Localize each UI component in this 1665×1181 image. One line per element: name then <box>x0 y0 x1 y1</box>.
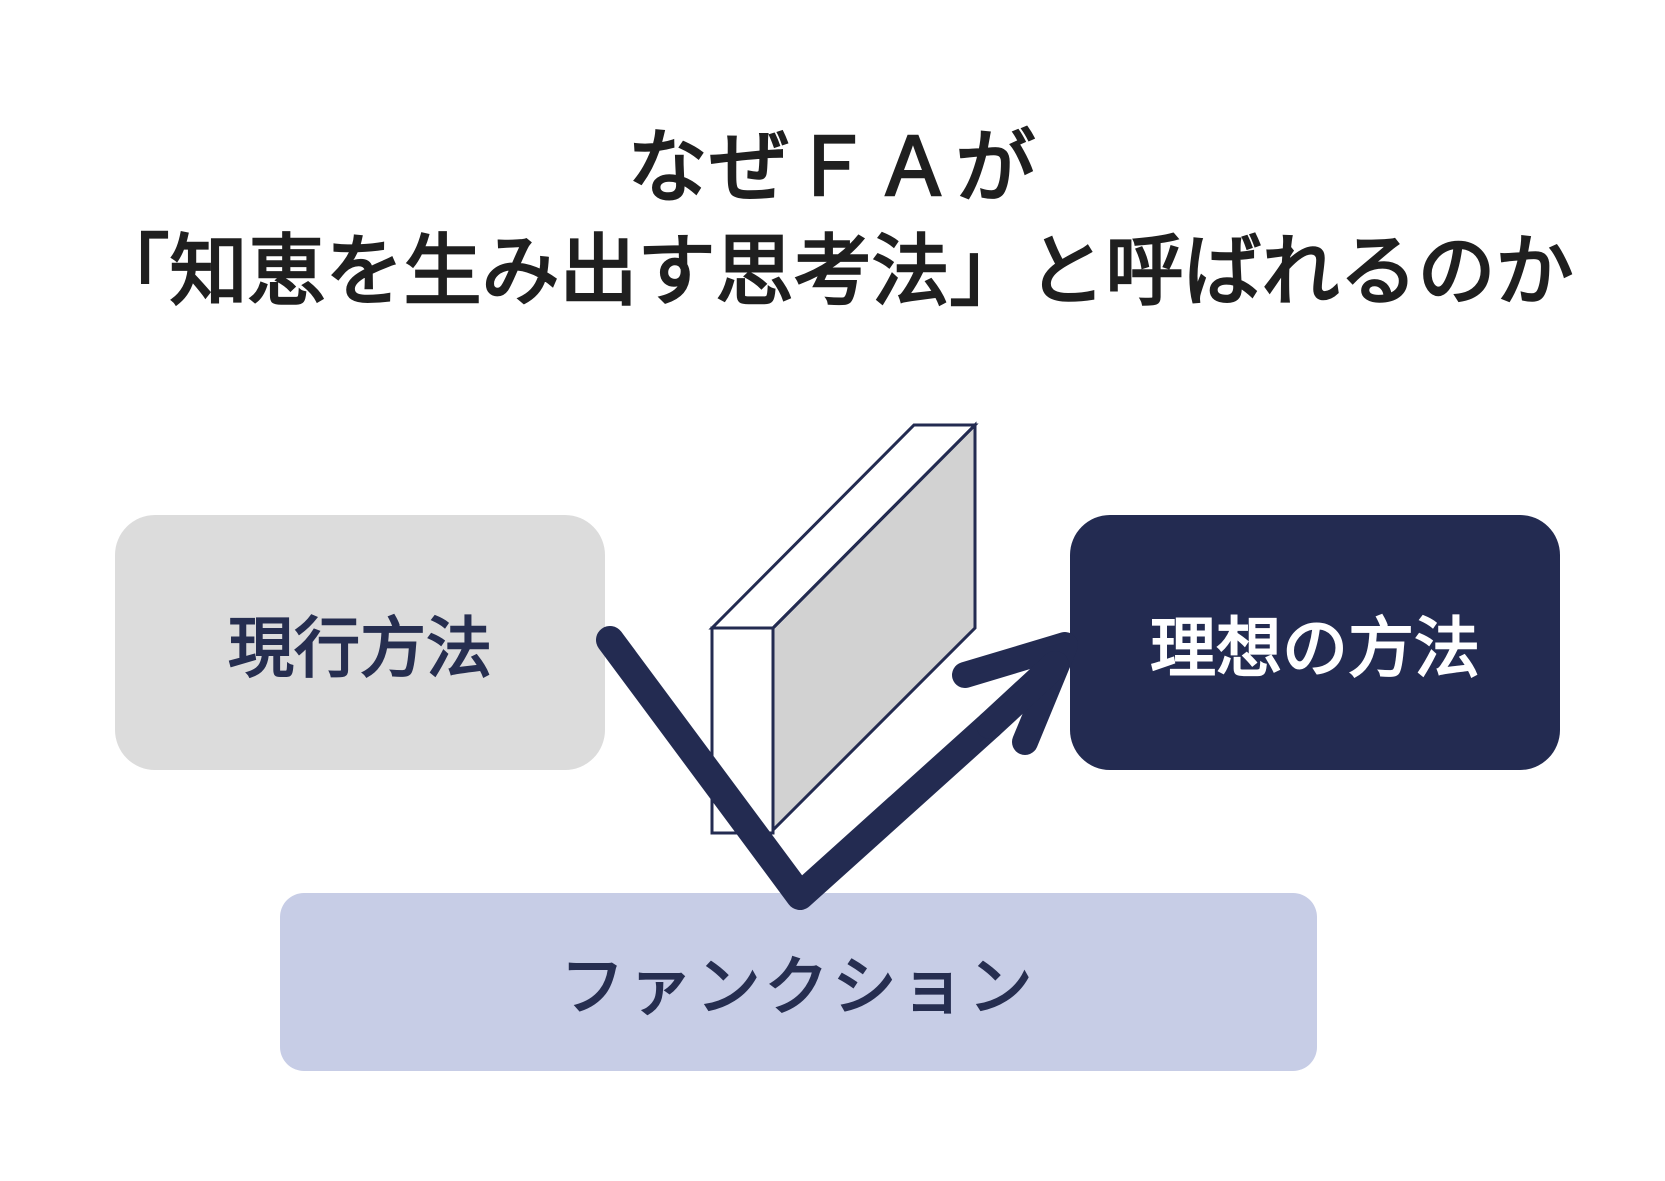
ideal-method-label: 理想の方法 <box>1150 609 1480 687</box>
function-label: ファンクション <box>560 951 1037 1025</box>
arrow-shaft-tip <box>976 651 1069 739</box>
flow-arrow <box>596 626 1078 910</box>
arrow-path <box>596 626 1004 910</box>
function-box: ファンクション <box>280 893 1317 1071</box>
ideal-method-box: 理想の方法 <box>1070 515 1560 770</box>
wall-block <box>708 421 979 835</box>
title-line-1: なぜＦＡが <box>627 121 1038 214</box>
current-method-box: 現行方法 <box>115 515 605 770</box>
wall-side-face <box>771 421 977 834</box>
current-method-label: 現行方法 <box>228 609 492 687</box>
wall-top-face <box>708 423 979 630</box>
title-line-2: 「知恵を生み出す思考法」と呼ばれるのか <box>91 227 1574 317</box>
wall-front-face <box>710 626 775 835</box>
arrow-head <box>952 632 1078 755</box>
wall-top-inner-edge <box>771 423 977 630</box>
